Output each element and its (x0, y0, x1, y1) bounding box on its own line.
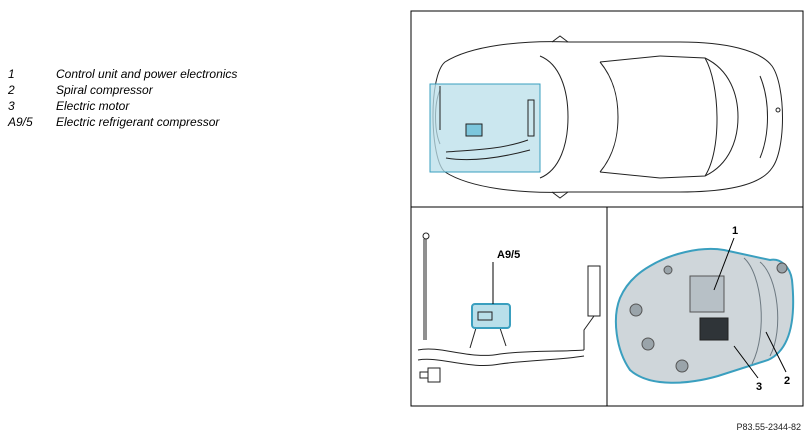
callout-3-label: 3 (756, 381, 762, 393)
legend-number: 2 (8, 83, 15, 97)
legend-description: Electric motor (56, 99, 130, 113)
legend-item: 1 Control unit and power electronics (8, 66, 328, 82)
figure-reference-code: P83.55-2344-82 (736, 422, 801, 432)
vehicle-top-view (432, 35, 783, 199)
legend-number: 1 (8, 67, 15, 81)
legend-item: 2 Spiral compressor (8, 82, 328, 98)
compressor-detail-frame (606, 206, 804, 407)
vehicle-compressor-sketch (439, 86, 535, 161)
legend-description: Control unit and power electronics (56, 67, 238, 81)
compressor-callouts (713, 237, 787, 379)
compressor-highlight (471, 303, 511, 329)
legend-item: A9/5 Electric refrigerant compressor (8, 114, 328, 130)
legend: 1 Control unit and power electronics 2 S… (8, 66, 328, 130)
compressor-outline (477, 311, 493, 321)
refrigerant-line-sketch (417, 232, 601, 383)
compressor-body (614, 248, 795, 384)
legend-description: Electric refrigerant compressor (56, 115, 220, 129)
legend-number: A9/5 (8, 115, 33, 129)
engine-bay-highlight (429, 83, 541, 173)
legend-item: 3 Electric motor (8, 98, 328, 114)
component-code-label: A9/5 (497, 249, 520, 261)
legend-number: 3 (8, 99, 15, 113)
callout-2-label: 2 (784, 375, 790, 387)
legend-description: Spiral compressor (56, 83, 153, 97)
callout-1-label: 1 (732, 225, 738, 237)
